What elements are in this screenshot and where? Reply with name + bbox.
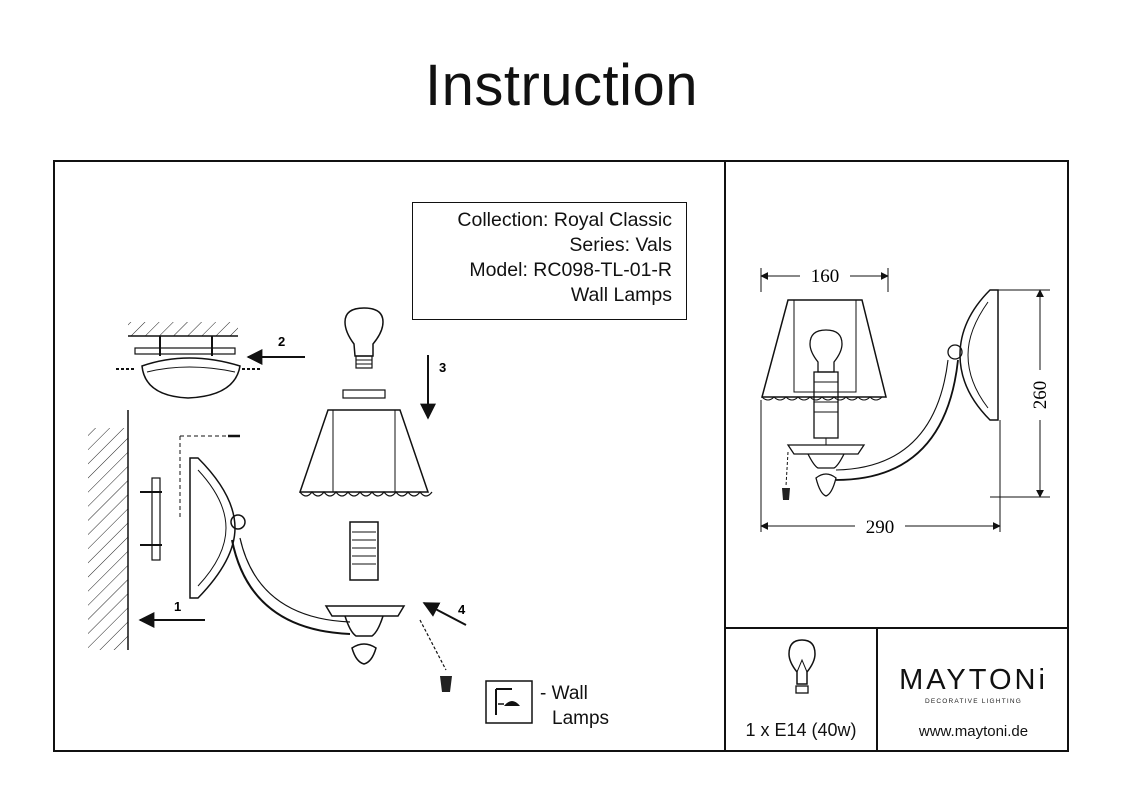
arrow-step-4: [422, 602, 467, 626]
step-label-4: 4: [458, 602, 466, 617]
bulb-spec: 1 x E14 (40w): [745, 720, 857, 740]
product-type-label: Wall Lamps: [570, 284, 672, 306]
divider-horizontal: [724, 627, 1069, 629]
page-title: Instruction: [424, 53, 699, 118]
brand-logo: MAYTONi: [899, 664, 1048, 696]
collection-label: Collection: Royal Classic: [457, 209, 672, 231]
step-label-3: 3: [439, 360, 446, 375]
divider-vertical: [724, 160, 726, 752]
model-label: Model: RC098-TL-01-R: [469, 259, 672, 281]
step-label-1: 1: [174, 599, 181, 614]
ceiling-mount-detail: [116, 322, 260, 399]
dimension-depth: 290: [866, 517, 895, 538]
light-bulb-icon: [788, 639, 816, 694]
series-label: Series: Vals: [569, 234, 672, 256]
legend-line-2: Lamps: [552, 708, 610, 729]
wall-lamp-legend-icon: [485, 680, 533, 724]
legend-label: - Wall Lamps: [540, 681, 609, 731]
dimension-width: 160: [811, 266, 840, 287]
brand-tagline: DECORATIVE LIGHTING: [924, 698, 1023, 705]
lamp-assembly-detail: [298, 307, 452, 692]
step-label-2: 2: [278, 334, 285, 349]
product-info-box: Collection: Royal Classic Series: Vals M…: [412, 202, 687, 320]
legend-line-1: - Wall: [540, 683, 588, 704]
wall-bracket-detail: [88, 410, 351, 650]
dimension-height: 260: [1030, 381, 1051, 410]
divider-footer: [876, 627, 878, 752]
dimension-drawing: [760, 268, 1050, 532]
website-link[interactable]: www.maytoni.de: [918, 723, 1029, 740]
instruction-frame: [53, 160, 1069, 752]
